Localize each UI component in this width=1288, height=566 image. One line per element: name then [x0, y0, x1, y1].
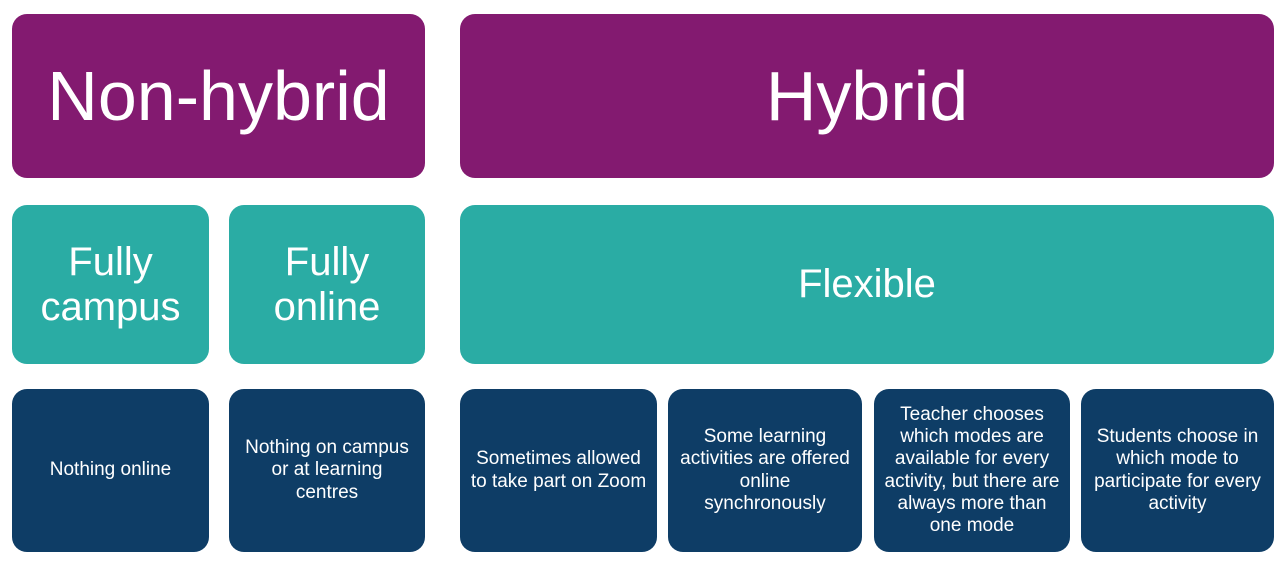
- mode-box-fully-online: Fully online: [229, 205, 425, 364]
- mode-label-fully-campus: Fully campus: [40, 239, 181, 329]
- detail-label-sometimes-zoom: Sometimes allowed to take part on Zoom: [470, 448, 647, 492]
- detail-box-students-choose-mode: Students choose in which mode to partici…: [1081, 389, 1274, 552]
- detail-label-nothing-on-campus: Nothing on campus or at learning centres: [245, 437, 409, 503]
- detail-box-teacher-chooses-modes: Teacher chooses which modes are availabl…: [874, 389, 1070, 552]
- detail-box-sometimes-zoom: Sometimes allowed to take part on Zoom: [460, 389, 657, 552]
- category-box-non-hybrid: Non-hybrid: [12, 14, 425, 178]
- mode-box-fully-campus: Fully campus: [12, 205, 209, 364]
- detail-box-nothing-online: Nothing online: [12, 389, 209, 552]
- category-label-non-hybrid: Non-hybrid: [47, 56, 390, 135]
- mode-label-fully-online: Fully online: [273, 239, 381, 329]
- mode-box-flexible: Flexible: [460, 205, 1274, 364]
- detail-label-teacher-chooses-modes: Teacher chooses which modes are availabl…: [884, 404, 1060, 536]
- detail-label-some-learning-online: Some learning activities are offered onl…: [680, 426, 850, 514]
- detail-box-some-learning-online: Some learning activities are offered onl…: [668, 389, 862, 552]
- mode-label-flexible: Flexible: [798, 262, 936, 307]
- category-label-hybrid: Hybrid: [765, 56, 969, 135]
- detail-label-students-choose-mode: Students choose in which mode to partici…: [1094, 426, 1261, 514]
- detail-label-nothing-online: Nothing online: [49, 459, 172, 481]
- detail-box-nothing-on-campus: Nothing on campus or at learning centres: [229, 389, 425, 552]
- category-box-hybrid: Hybrid: [460, 14, 1274, 178]
